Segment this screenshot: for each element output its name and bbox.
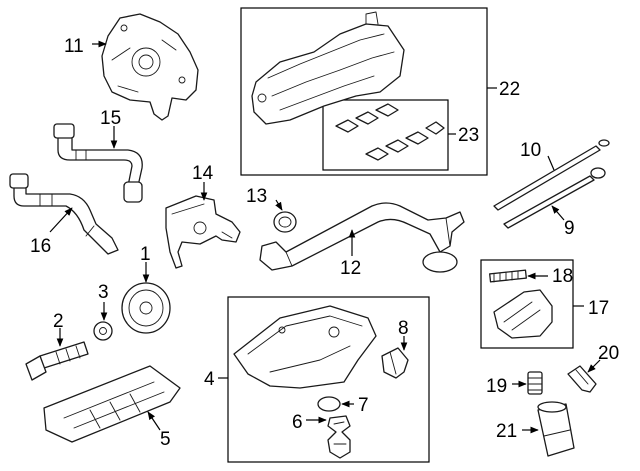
callout-23: 23 <box>458 125 479 146</box>
callout-18: 18 <box>552 266 573 287</box>
o-ring-part[interactable] <box>273 211 297 233</box>
oil-pan-part[interactable] <box>233 305 377 389</box>
leader-9 <box>551 205 565 221</box>
callout-11: 11 <box>64 36 84 57</box>
callout-19: 19 <box>486 376 507 397</box>
fitting-part[interactable] <box>527 371 543 395</box>
oil-pickup-tube-part[interactable] <box>259 202 465 273</box>
callout-17: 17 <box>588 298 609 319</box>
leader-13 <box>275 199 283 211</box>
callout-22: 22 <box>499 79 520 100</box>
callout-10: 10 <box>520 140 541 161</box>
dipstick-part[interactable] <box>503 167 606 229</box>
callout-12: 12 <box>340 258 361 279</box>
callout-3: 3 <box>98 282 109 303</box>
oil-level-sensor-part[interactable] <box>493 289 553 339</box>
upper-hose-part[interactable] <box>53 123 143 203</box>
leader-10 <box>547 155 555 171</box>
intake-manifold-part[interactable] <box>251 11 405 125</box>
drain-plug-part[interactable] <box>381 347 409 379</box>
callout-7: 7 <box>358 395 369 416</box>
callout-8: 8 <box>398 318 409 339</box>
callout-5: 5 <box>160 429 171 450</box>
intake-gasket-part[interactable] <box>335 103 445 161</box>
intake-gasket-group-box <box>322 99 449 171</box>
callout-21: 21 <box>496 421 517 442</box>
pulley-part[interactable] <box>121 282 171 334</box>
leader-5 <box>147 411 161 431</box>
callout-1: 1 <box>140 244 151 265</box>
plug-gasket-part[interactable] <box>317 396 341 412</box>
callout-13: 13 <box>246 186 267 207</box>
windage-tray-part[interactable] <box>43 365 181 443</box>
callout-20: 20 <box>598 343 619 364</box>
oil-filter-part[interactable] <box>537 401 575 457</box>
oil-pan-group-box <box>227 296 430 463</box>
oil-level-group-box <box>480 259 574 349</box>
oil-pan-plug-part[interactable] <box>327 415 351 459</box>
callout-9: 9 <box>564 218 575 239</box>
callout-4: 4 <box>204 369 215 390</box>
oil-pressure-sensor-part[interactable] <box>567 365 597 393</box>
callout-14: 14 <box>192 163 214 184</box>
leader-20 <box>587 359 601 373</box>
oil-pump-part[interactable] <box>101 13 199 121</box>
callout-16: 16 <box>30 236 51 257</box>
leader-16 <box>49 207 73 233</box>
washer-part[interactable] <box>93 321 113 341</box>
intake-manifold-group-box <box>240 7 488 176</box>
lower-hose-part[interactable] <box>9 173 119 255</box>
callout-15: 15 <box>100 108 121 129</box>
callout-6: 6 <box>292 412 303 433</box>
bolt-part[interactable] <box>25 341 89 381</box>
oil-cooler-part[interactable] <box>165 195 241 269</box>
seal-part[interactable] <box>489 269 527 283</box>
dipstick-tube-part[interactable] <box>493 139 610 211</box>
callout-2: 2 <box>53 311 64 332</box>
